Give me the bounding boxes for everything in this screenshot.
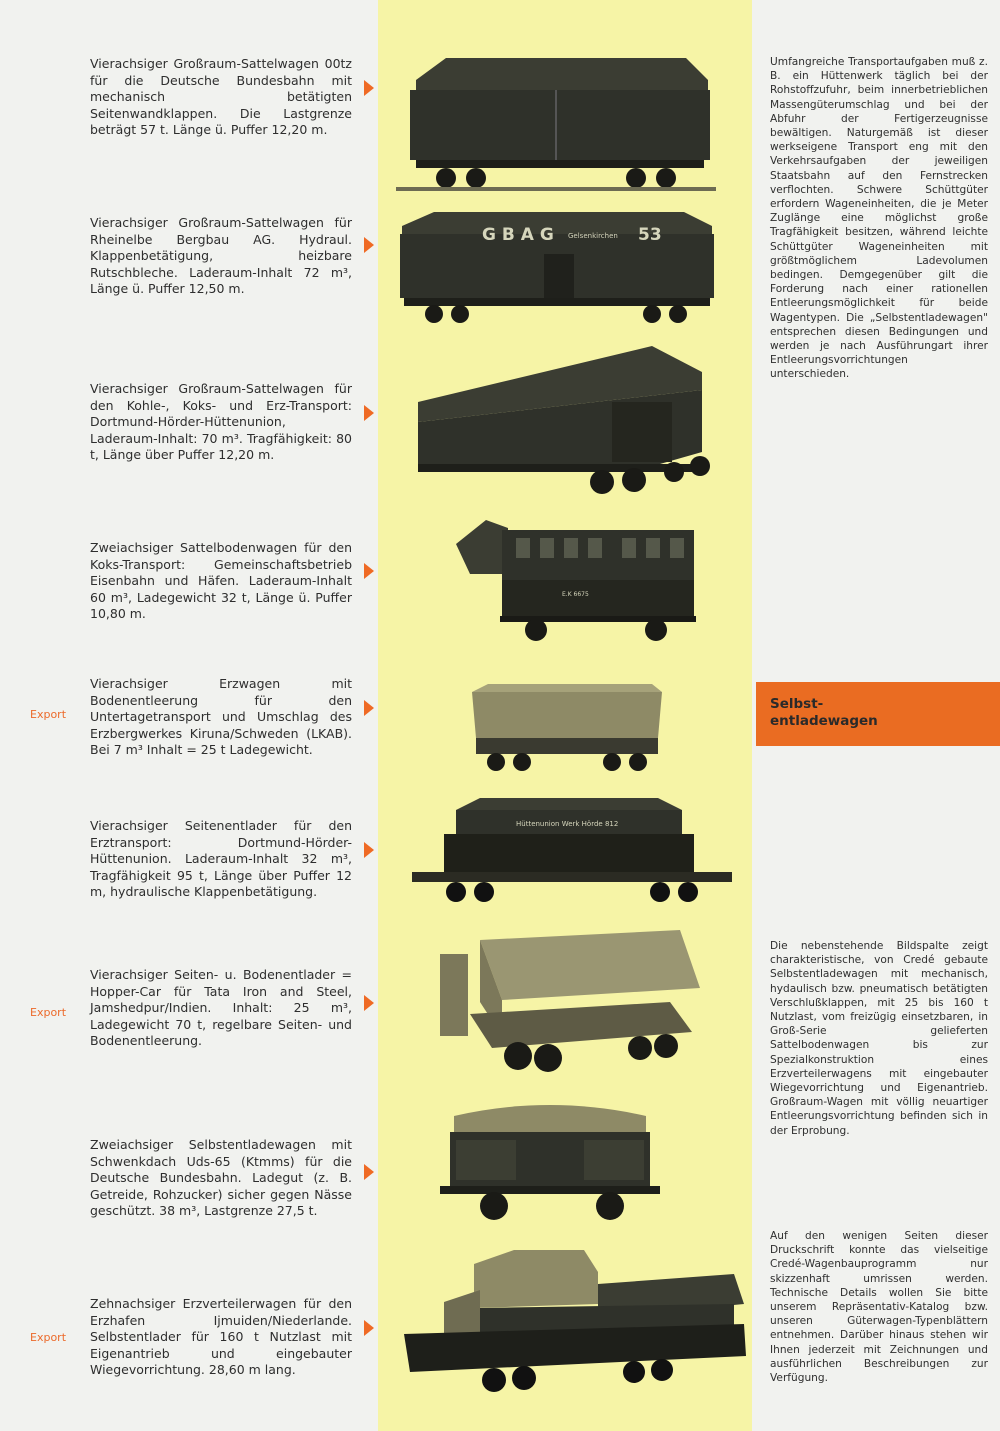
wagon-description-5: Vierachsiger Erzwagen mit Bodenentleerun… — [90, 676, 352, 757]
wagon-description-8: Zweiachsiger Selbstentladewagen mit Schw… — [90, 1137, 352, 1218]
export-label: Export — [30, 1006, 67, 1019]
section-label: Selbst- entladewagen — [770, 696, 878, 729]
wagon-photo-7 — [430, 924, 706, 1086]
wagon-photo-2: G B A G Gelsenkirchen 53 — [394, 208, 718, 328]
wagon-description-7: Vierachsiger Seiten- u. Bodenentlader = … — [90, 967, 352, 1048]
wagon-photo-4: E.K 6675 — [452, 514, 698, 648]
wagon-photo-5 — [462, 682, 670, 782]
intro-paragraph: Umfangreiche Transportaufgaben muß z. B.… — [770, 56, 988, 381]
huettenunion-marking: Hüttenunion Werk Hörde 812 — [516, 820, 618, 828]
wagon-photo-6: Hüttenunion Werk Hörde 812 — [404, 794, 740, 910]
pointer-arrow-icon — [364, 405, 374, 421]
pointer-arrow-icon — [364, 842, 374, 858]
pointer-arrow-icon — [364, 237, 374, 253]
pointer-arrow-icon — [364, 995, 374, 1011]
ek-marking: E.K 6675 — [562, 591, 589, 598]
closing-paragraph: Auf den wenigen Seiten dieser Druckschri… — [770, 1230, 988, 1385]
wagon-photo-3 — [412, 342, 724, 508]
export-label: Export — [30, 708, 67, 721]
wagon-description-4: Zweiachsiger Sattelbodenwagen für den Ko… — [90, 540, 352, 621]
export-label: Export — [30, 1331, 67, 1344]
pointer-arrow-icon — [364, 563, 374, 579]
pointer-arrow-icon — [364, 700, 374, 716]
wagon-description-1: Vierachsiger Großraum-Sattelwagen 00tz f… — [90, 56, 352, 137]
wagon-description-2: Vierachsiger Großraum-Sattelwagen für Rh… — [90, 215, 352, 296]
gbag-marking: G B A G — [482, 225, 554, 245]
pointer-arrow-icon — [364, 1320, 374, 1336]
pointer-arrow-icon — [364, 1164, 374, 1180]
photo-column-paragraph: Die nebenstehende Bildspalte zeigt chara… — [770, 940, 988, 1137]
pointer-arrow-icon — [364, 80, 374, 96]
wagon-description-3: Vierachsiger Großraum-Sattelwagen für de… — [90, 381, 352, 462]
wagon-description-6: Vierachsiger Seitenentlader für den Erzt… — [90, 818, 352, 899]
wagon-photo-8 — [434, 1096, 666, 1228]
gbag-city-marking: Gelsenkirchen — [568, 232, 618, 240]
wagon-photo-1 — [396, 40, 716, 200]
wagon-photo-9 — [384, 1244, 754, 1410]
section-label-box: Selbst- entladewagen — [756, 682, 1000, 746]
gbag-number-marking: 53 — [638, 225, 662, 245]
wagon-description-9: Zehnachsiger Erzverteilerwagen für den E… — [90, 1296, 352, 1377]
